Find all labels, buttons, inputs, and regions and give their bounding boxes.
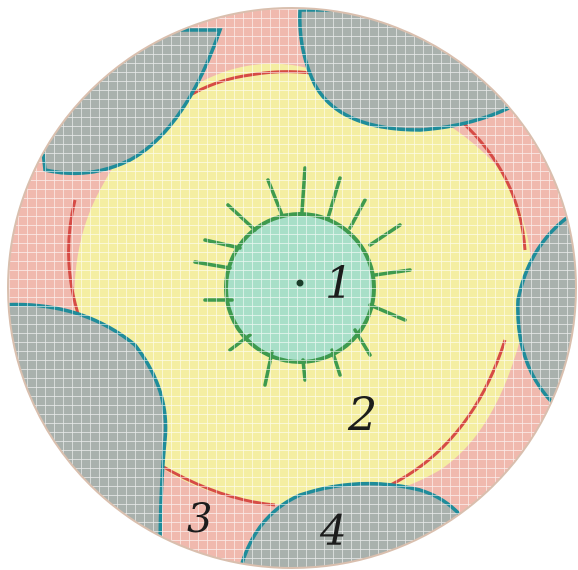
label-1: 1 bbox=[325, 258, 353, 309]
label-4: 4 bbox=[319, 506, 347, 555]
center-dot bbox=[297, 280, 304, 287]
label-3: 3 bbox=[187, 496, 212, 542]
label-2: 2 bbox=[347, 387, 377, 441]
